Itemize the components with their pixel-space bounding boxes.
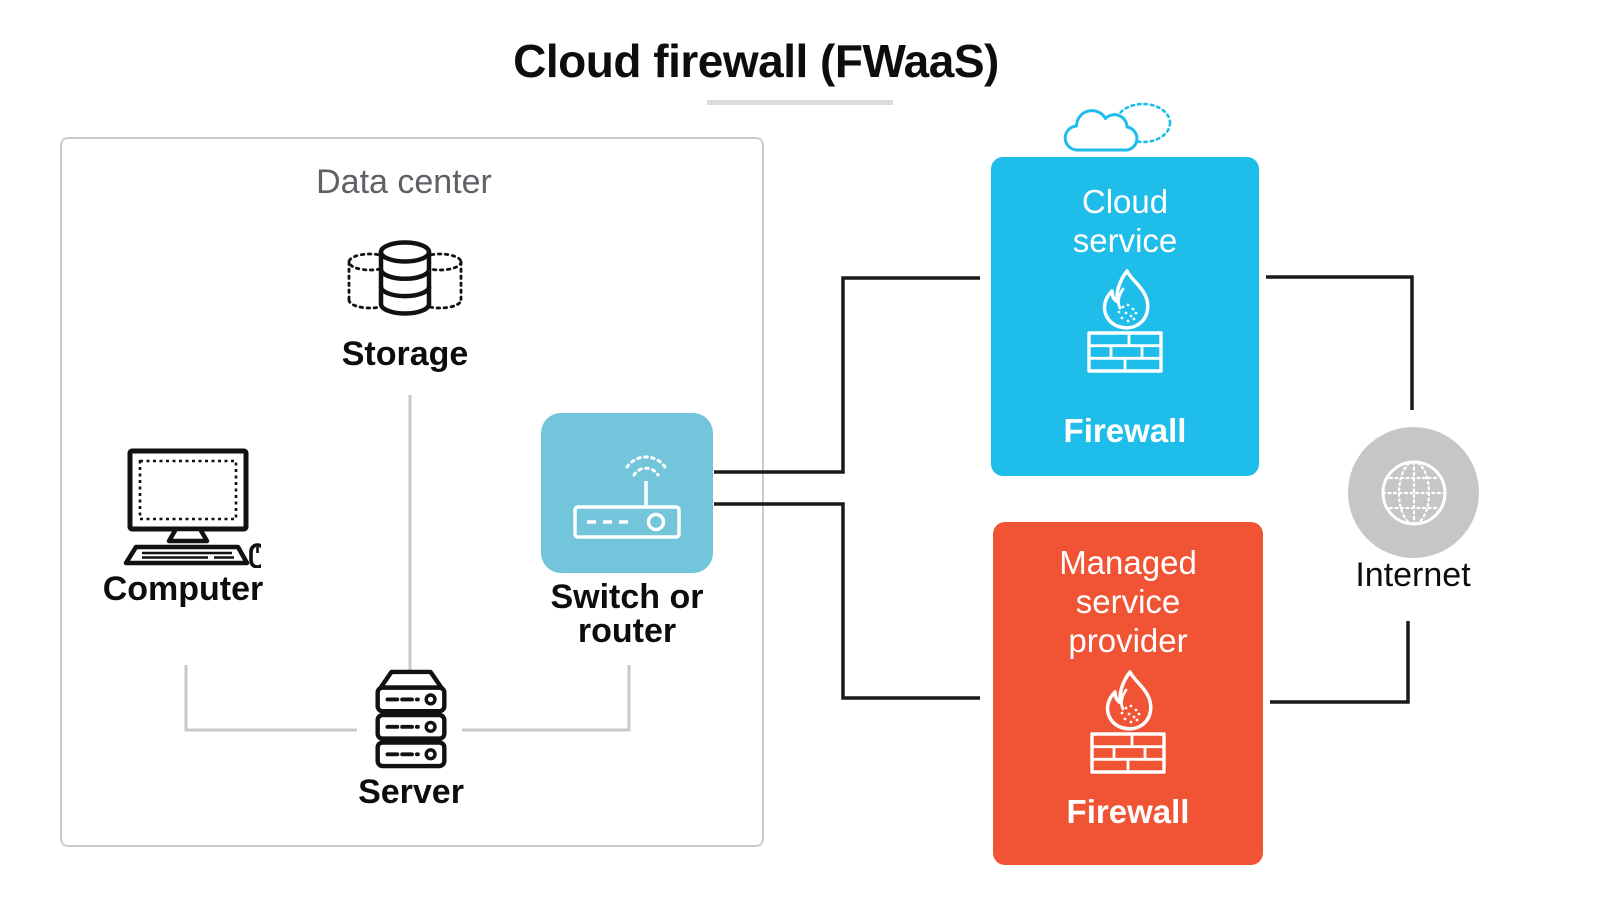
firewall-icon xyxy=(1090,670,1166,774)
connector-computer-to-server xyxy=(184,665,357,732)
router-icon xyxy=(573,455,681,539)
computer-icon xyxy=(123,448,261,568)
cloud-icon xyxy=(1063,102,1172,152)
internet-label: Internet xyxy=(1355,556,1471,594)
switch-router-label: Switch or router xyxy=(550,578,704,650)
internet-node xyxy=(1348,427,1479,558)
computer-label: Computer xyxy=(102,570,264,608)
cloud-service-title: Cloud service xyxy=(1072,183,1178,259)
database-icon xyxy=(347,240,463,316)
firewall-icon xyxy=(1087,269,1163,373)
connector-switch-to-cloud-service xyxy=(714,276,980,474)
managed-provider-firewall-label: Firewall xyxy=(1066,793,1190,830)
cloud-service-box: Cloud service Firewall xyxy=(991,157,1259,476)
cloud-service-firewall-label: Firewall xyxy=(1063,412,1187,449)
title-underline xyxy=(707,100,893,105)
connector-cloud-service-to-internet xyxy=(1266,275,1414,410)
connector-server-to-switch xyxy=(462,665,631,732)
connector-managed-provider-to-internet xyxy=(1270,621,1410,704)
server-label: Server xyxy=(358,773,464,811)
data-center-label: Data center xyxy=(316,163,492,201)
page-title: Cloud firewall (FWaaS) xyxy=(513,35,999,87)
switch-router-box xyxy=(541,413,713,573)
connector-switch-to-managed-provider xyxy=(714,502,980,700)
managed-provider-title: Managed service provider xyxy=(1059,544,1197,659)
server-icon xyxy=(375,669,447,769)
globe-icon xyxy=(1381,460,1446,525)
storage-label: Storage xyxy=(341,335,469,373)
managed-provider-box: Managed service provider Firewall xyxy=(993,522,1263,865)
